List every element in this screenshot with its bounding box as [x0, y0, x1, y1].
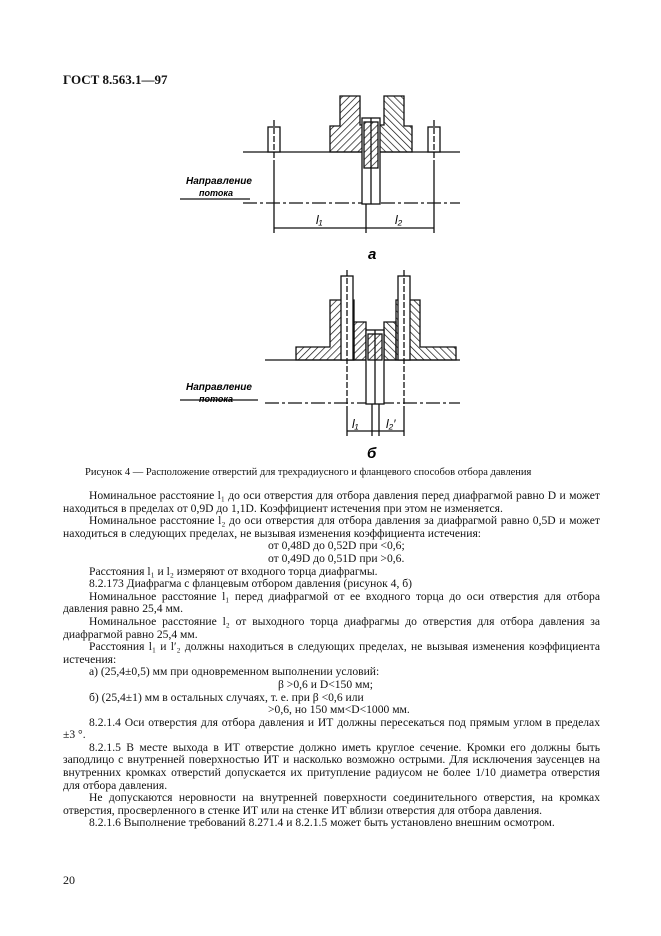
list-item: б) (25,4±1) мм в остальных случаях, т. е… [89, 690, 364, 704]
figure-4: Направление потока l₁ l₂ а Направление п… [180, 95, 460, 462]
formula-line: β >0,6 и D<150 мм; [278, 677, 373, 691]
figure-a-drawing [180, 95, 460, 233]
sublabel-a: а [368, 246, 376, 263]
flow-direction-sublabel-a: потока [199, 188, 233, 198]
paragraph: Не допускаются неровности на внутренней … [63, 791, 600, 817]
formula-line: от 0,49D до 0,51D при >0,6. [268, 551, 405, 565]
sublabel-b: б [367, 445, 377, 462]
flow-direction-label-a: Направление [186, 176, 252, 187]
paragraph: 8.2.1.6 Выполнение требований 8.271.4 и … [89, 816, 555, 830]
paragraph: 8.2.1.5 В месте выхода в ИТ отверстие до… [63, 740, 600, 792]
section-heading: 8.2.173 Диафрагма с фланцевым отбором да… [89, 577, 413, 591]
document-header: ГОСТ 8.563.1—97 [63, 72, 168, 87]
figure-caption: Рисунок 4 — Расположение отверстий для т… [85, 467, 532, 478]
paragraph: Номинальное расстояние l₁ перед диафрагм… [63, 589, 600, 616]
paragraph: Номинальное расстояние l₂ от выходного т… [63, 614, 600, 641]
paragraph: 8.2.1.4 Оси отверстия для отбора давлени… [63, 715, 600, 742]
figure-b-drawing [180, 270, 460, 436]
flow-direction-sublabel-b: потока [199, 394, 233, 404]
paragraph: Номинальное расстояние l₁ до оси отверст… [63, 489, 600, 515]
flow-direction-label-b: Направление [186, 382, 252, 393]
paragraph: Номинальное расстояние l₂ до оси отверст… [63, 514, 600, 540]
dim-l1-a: l₁ [316, 213, 323, 227]
dim-l2-a: l₂ [395, 213, 403, 227]
formula-line: от 0,48D до 0,52D при <0,6; [268, 539, 405, 553]
paragraph: Расстояния l₁ и l₂ измеряют от входного … [89, 564, 378, 578]
paragraph: Расстояния l₁ и l′₂ должны находиться в … [63, 640, 600, 666]
list-item: а) (25,4±0,5) мм при одновременном выпол… [89, 665, 380, 679]
dim-l2p-b: l₂′ [386, 417, 396, 431]
formula-line: >0,6, но 150 мм<D<1000 мм. [268, 703, 410, 717]
page-number: 20 [63, 873, 75, 887]
dim-l1-b: l₁ [352, 417, 359, 431]
body-text: Номинальное расстояние l₁ до оси отверст… [63, 489, 600, 830]
